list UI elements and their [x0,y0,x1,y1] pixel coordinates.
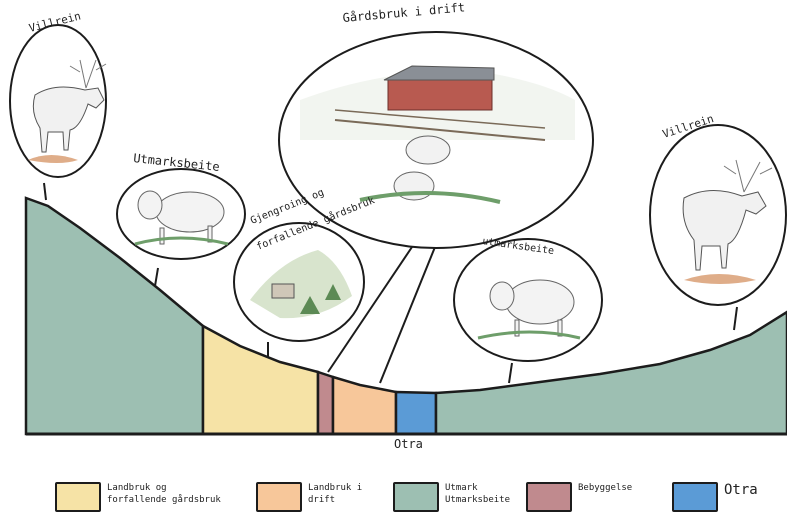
sheep-illustration [137,190,225,245]
legend-label: Utmark Utmarksbeite [445,483,511,505]
otra-swatch [672,482,718,512]
legend-item-utmark: Utmark Utmarksbeite [393,482,510,512]
legend-label: Landbruk og forfallende gårdsbruk [107,483,221,505]
red-barn-illustration [383,65,495,111]
reindeer-illustration [682,159,773,271]
gjengroing-bubble [233,222,365,342]
legend: Landbruk og forfallende gårdsbruk Landbr… [0,482,787,522]
legend-item-otra: Otra [672,482,758,512]
villrein-left-bubble [9,24,107,178]
landbruk-forfallende-swatch [55,482,101,512]
label-otra-river: Otra [394,437,423,451]
legend-label: Otra [724,482,758,498]
label-gardsbruk: Gårdsbruk i drift [342,0,466,25]
farmhouse-illustration [271,283,295,299]
landbruk-forfallende-region [201,323,320,436]
reindeer-illustration [32,59,107,153]
utmarksbeite-right-bubble [453,238,603,362]
landbruk-drift-region [331,375,398,436]
utmarksbeite-left-bubble [116,168,246,260]
utmark-swatch [393,482,439,512]
legend-label: Bebyggelse [578,483,633,493]
legend-label: Landbruk i drift [308,483,363,505]
landbruk-drift-swatch [256,482,302,512]
sheep-illustration [489,279,575,337]
bebyggelse-swatch [526,482,572,512]
legend-item-landbruk-forfallende: Landbruk og forfallende gårdsbruk [55,482,221,512]
bebyggelse-region [316,370,335,436]
villrein-right-bubble [649,124,787,306]
pointer-lines [43,182,738,384]
legend-item-bebyggelse: Bebyggelse [526,482,632,512]
legend-item-landbruk-drift: Landbruk i drift [256,482,362,512]
otra-river-region [394,390,438,436]
gardsbruk-bubble [278,31,594,249]
